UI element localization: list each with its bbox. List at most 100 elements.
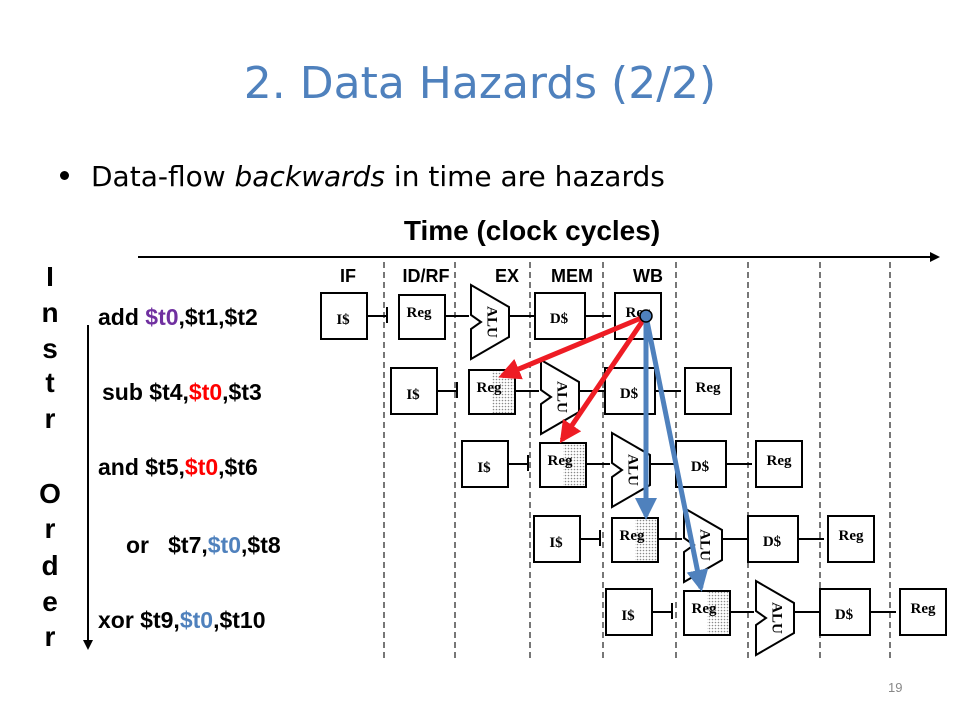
instruction-register-ok: $t0 — [180, 607, 213, 633]
register-read-shade — [563, 444, 585, 486]
instruction-part: or $t7, — [126, 532, 208, 558]
pipeline-connector — [508, 455, 529, 471]
hazard-arrow-blue-xor — [643, 315, 709, 592]
bullet-text-suffix: in time are hazards — [385, 160, 665, 193]
stage-label-mem: MEM — [551, 266, 593, 286]
bullet-point: Data-flow backwards in time are hazards — [60, 160, 665, 193]
axis-letter: d — [41, 550, 58, 581]
alu-label: ALU — [769, 602, 785, 634]
instruction-part: ,$t8 — [241, 532, 281, 558]
axis-letter: r — [45, 403, 56, 434]
axis-letter: t — [45, 367, 54, 398]
register-write-label: Reg — [767, 453, 792, 469]
instruction-register-hazard: $t0 — [189, 379, 222, 405]
bullet-text-emphasis: backwards — [234, 160, 386, 193]
hazard-arrow-red-sub — [498, 313, 647, 380]
instruction-part: sub $t4, — [102, 379, 189, 405]
slide-title: 2. Data Hazards (2/2) — [243, 58, 717, 109]
axis-letter: n — [41, 297, 58, 328]
alu-shape — [611, 431, 651, 509]
data-cache-label: D$ — [835, 607, 854, 623]
axis-letter: e — [42, 586, 58, 617]
instruction-register-ok: $t0 — [208, 532, 241, 558]
instruction-or: or $t7,$t0,$t8 — [94, 532, 300, 558]
register-read-label: Reg — [620, 528, 645, 544]
stage-label-if: IF — [340, 266, 356, 286]
pipeline-connector — [580, 530, 601, 546]
axis-letter: r — [45, 621, 56, 652]
data-cache-label: D$ — [620, 386, 639, 402]
instruction-cache-label: I$ — [621, 608, 635, 624]
data-cache-label: D$ — [550, 311, 569, 327]
instruction-cache-box — [605, 588, 653, 636]
register-write-box — [684, 367, 732, 415]
instruction-part: ,$t3 — [222, 379, 262, 405]
hazard-arrows — [498, 309, 709, 592]
register-write-label: Reg — [911, 601, 936, 617]
data-cache-label: D$ — [763, 534, 782, 550]
register-read-shade — [707, 592, 729, 634]
instruction-register-hazard: $t0 — [185, 454, 218, 480]
bullet-text-prefix: Data-flow — [91, 160, 235, 193]
register-read-box — [398, 294, 446, 340]
instruction-part: ,$t6 — [218, 454, 258, 480]
instruction-register-dest: $t0 — [145, 304, 178, 330]
pipeline-row: I$ Reg ALU D$ Reg — [390, 358, 732, 436]
alu-label: ALU — [484, 306, 500, 338]
instruction-part: add — [98, 304, 145, 330]
register-write-box — [827, 515, 875, 563]
instruction-cache-label: I$ — [477, 460, 491, 476]
instruction-cache-label: I$ — [549, 535, 563, 551]
register-write-label: Reg — [839, 528, 864, 544]
instruction-and: and $t5,$t0,$t6 — [98, 454, 258, 480]
register-write-box — [899, 588, 947, 636]
hazard-source-dot — [639, 309, 653, 323]
page-number: 19 — [888, 680, 903, 695]
alu-label: ALU — [697, 529, 713, 561]
data-cache-box — [819, 588, 871, 636]
axis-letter: s — [42, 333, 58, 364]
register-read-shade — [492, 371, 514, 413]
data-cache-label: D$ — [691, 459, 710, 475]
stage-label-idrf: ID/RF — [403, 266, 450, 286]
pipeline-connector — [367, 307, 388, 323]
register-read-label: Reg — [477, 380, 502, 396]
instruction-cache-box — [390, 367, 438, 415]
pipeline-row: I$ Reg ALU D$ Reg — [605, 579, 947, 657]
instruction-cache-label: I$ — [406, 387, 420, 403]
instruction-part: ,$t1,$t2 — [179, 304, 258, 330]
data-cache-box — [675, 440, 727, 488]
register-read-shade — [635, 519, 657, 561]
register-read-label: Reg — [692, 601, 717, 617]
axis-letter: I — [46, 261, 54, 292]
instruction-xor: xor $t9,$t0,$t10 — [98, 607, 266, 633]
instruction-add: add $t0,$t1,$t2 — [98, 304, 258, 330]
instruction-sub: sub $t4,$t0,$t3 — [102, 379, 262, 405]
stage-label-ex: EX — [495, 266, 519, 286]
axis-letter: O — [39, 478, 61, 509]
register-write-label: Reg — [696, 380, 721, 396]
instruction-part: and $t5, — [98, 454, 185, 480]
alu-shape — [470, 283, 510, 361]
instruction-part: ,$t10 — [213, 607, 265, 633]
pipeline-connector — [437, 382, 458, 398]
register-write-box — [755, 440, 803, 488]
register-read-label: Reg — [407, 305, 432, 321]
bullet-dot-icon — [60, 171, 69, 180]
axis-letter: r — [45, 513, 56, 544]
alu-shape — [755, 579, 795, 657]
instruction-cache-label: I$ — [336, 312, 350, 328]
pipeline-row: I$ Reg ALU D$ Reg — [533, 506, 875, 584]
time-axis-label: Time (clock cycles) — [404, 215, 660, 246]
alu-shape — [540, 358, 580, 436]
alu-label: ALU — [625, 454, 641, 486]
data-cache-box — [747, 515, 799, 563]
stage-label-wb: WB — [633, 266, 663, 286]
instruction-order-label: I n s t r O r d e r — [39, 261, 61, 652]
hazard-arrow-red-and — [559, 314, 649, 444]
alu-label: ALU — [554, 381, 570, 413]
